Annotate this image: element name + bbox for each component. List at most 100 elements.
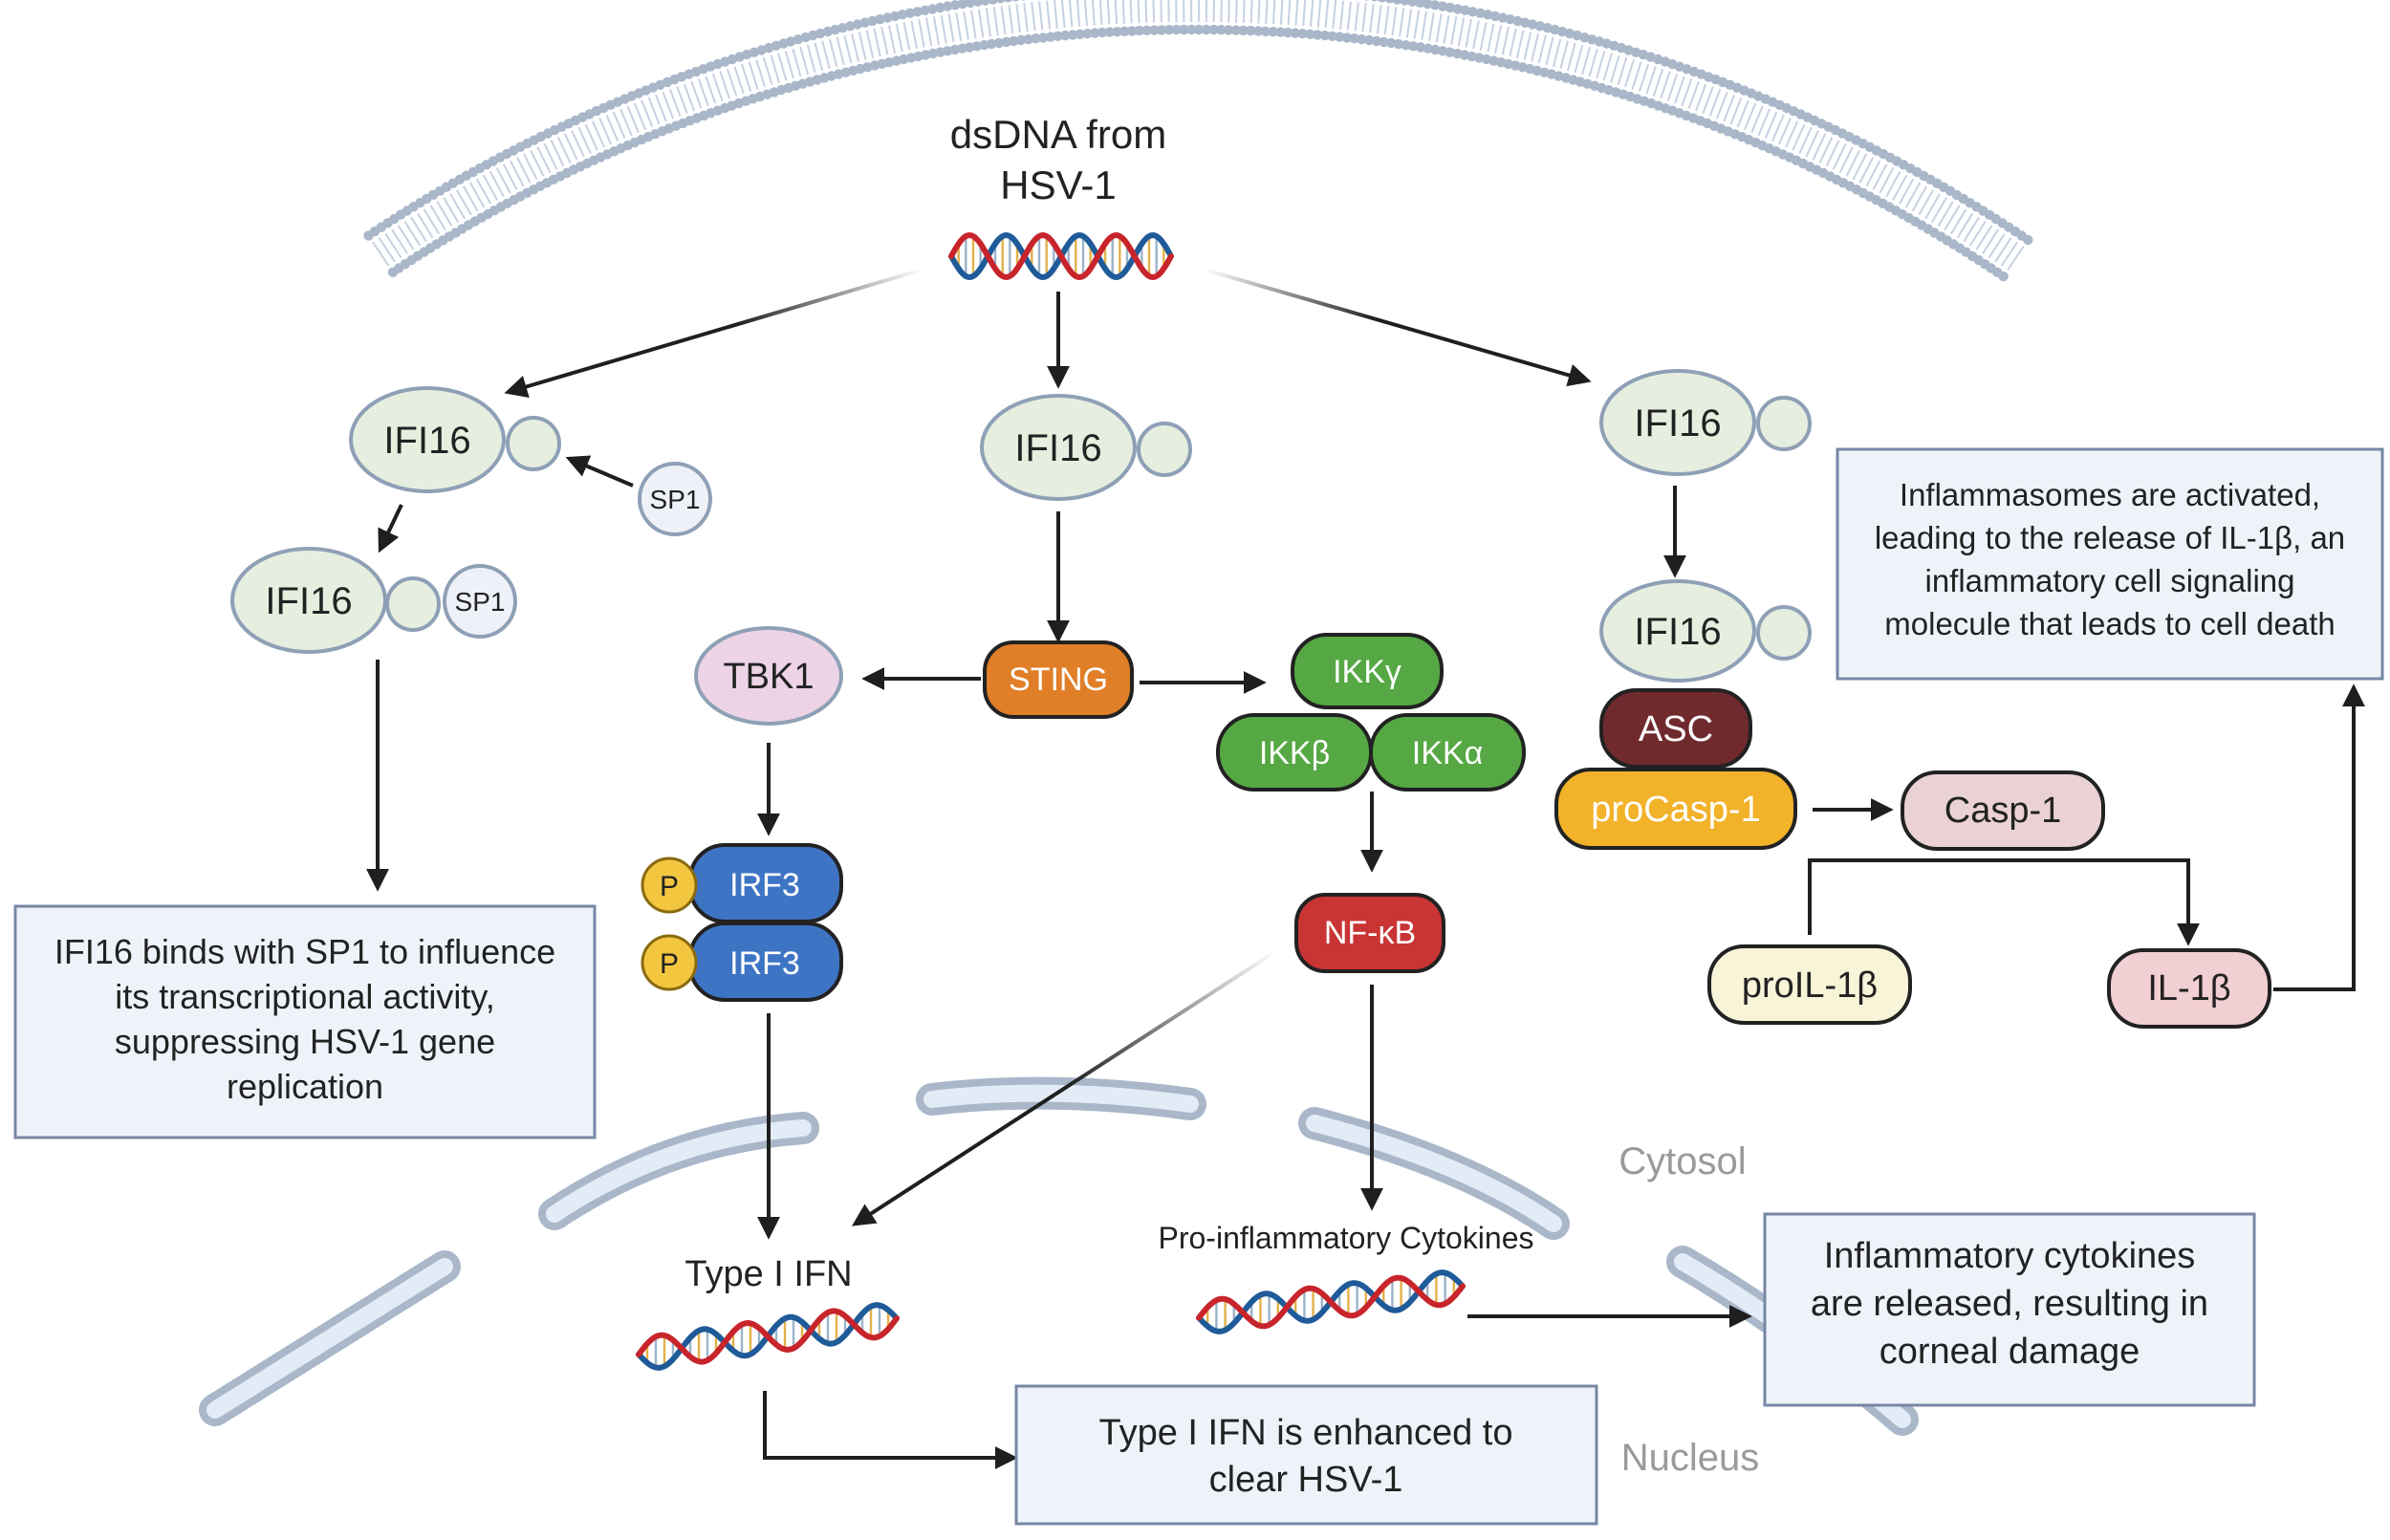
membrane-lipid-tail [1517,31,1524,58]
membrane-lipid-tail [764,57,772,85]
membrane-lipid-tail [735,67,744,95]
membrane-lipid-tail [1473,21,1479,49]
membrane-lipid-tail [971,11,976,39]
info-box-sp1: IFI16 binds with SP1 to influence its tr… [15,906,595,1138]
pro-cytokines-label: Pro-inflammatory Cytokines [1159,1221,1534,1255]
membrane-lipid-tail [1385,6,1389,34]
irf3-top-label: IRF3 [729,867,800,903]
sp1-box-line4: replication [227,1067,383,1106]
membrane-lipid-tail [1311,0,1313,27]
membrane-lipid-head [995,0,1005,4]
membrane-lipid-tail [1437,14,1442,43]
tbk1: TBK1 [696,628,841,724]
casp1: Casp-1 [1902,772,2103,849]
membrane-lipid-tail [1407,10,1411,38]
membrane-lipid-tail [1108,0,1110,25]
membrane-lipid-tail [2008,247,2024,271]
dna-strand-red [951,235,1171,277]
membrane-lipid-tail [1661,72,1670,98]
membrane-lipid-tail [1400,8,1403,36]
membrane-lipid-tail [385,233,401,257]
sp1-free: SP1 [640,464,710,534]
membrane-lipid-tail [1161,0,1162,22]
sp1-box-line1: IFI16 binds with SP1 to influence [54,932,555,971]
membrane-lipid-tail [771,55,780,83]
membrane-lipid-tail [808,45,815,73]
tbk1-label: TBK1 [723,657,814,697]
membrane-lipid-tail [1546,37,1553,65]
membrane-lipid-tail [464,186,478,211]
membrane-lipid-tail [1333,0,1336,29]
membrane-lipid-tail [1597,51,1604,78]
membrane-lipid-tail [1646,67,1655,95]
ikk-alpha-label: IKKα [1412,735,1483,771]
membrane-lipid-tail [889,25,895,53]
membrane-lipid-head [1018,0,1028,1]
membrane-lipid-tail [1532,33,1538,61]
membrane-lipid-tail [1370,4,1374,33]
membrane-lipid-tail [1273,0,1275,24]
membrane-lipid-tail [1024,3,1028,32]
membrane-lipid-tail [373,242,389,266]
cell-membrane [363,0,2032,281]
membrane-lipid-tail [1575,45,1583,73]
ifn-box-line1: Type I IFN is enhanced to [1098,1413,1512,1453]
membrane-lipid-tail [830,39,836,67]
membrane-lipid-tail [1590,49,1597,76]
membrane-lipid-tail [756,59,765,87]
membrane-lipid-tail [1002,6,1006,34]
ifi16-center: IFI16 [982,396,1190,499]
membrane-lipid-tail [380,238,396,262]
membrane-lipid-tail [1070,0,1073,27]
membrane-lipid-tail [1221,0,1222,22]
membrane-lipid-tail [852,33,858,61]
membrane-lipid-tail [404,222,420,246]
membrane-lipid-tail [1964,217,1979,242]
membrane-lipid-tail [1123,0,1124,24]
membrane-lipid-tail [1488,24,1493,52]
inflammasome-box-line3: inflammatory cell signaling [1925,563,2295,598]
casp1-label: Casp-1 [1945,791,2062,831]
irf3-bottom-label: IRF3 [729,945,800,982]
dna-helix-icon [951,235,1171,277]
inflammasome-box-line1: Inflammasomes are activated, [1900,477,2320,512]
proil1b: proIL-1β [1709,946,1910,1023]
membrane-lipid-tail [392,229,407,253]
membrane-lipid-tail [793,49,800,76]
membrane-lipid-tail [1976,226,1991,249]
membrane-lipid-tail [1696,84,1706,111]
ifi16-complex-label: IFI16 [265,580,352,622]
membrane-lipid-tail [1495,25,1501,53]
ifi16-right-top: IFI16 [1601,371,1810,474]
sting-label: STING [1009,662,1108,698]
membrane-lipid-tail [1582,47,1590,75]
membrane-lipid-tail [919,19,924,47]
membrane-lipid-tail [1568,43,1575,71]
membrane-lipid-tail [1100,0,1102,25]
membrane-lipid-tail [964,11,968,40]
membrane-lipid-tail [881,27,887,54]
membrane-lipid-tail [942,15,946,44]
membrane-lipid-tail [1503,27,1509,54]
ikk-gamma-label: IKKγ [1333,654,1401,690]
inflammasome-box-line2: leading to the release of IL-1β, an [1875,520,2345,555]
type1-ifn: Type I IFN [639,1254,897,1368]
ifi16-center-label: IFI16 [1014,427,1101,469]
membrane-lipid-tail [1539,35,1546,63]
membrane-lipid-tail [1010,5,1013,33]
membrane-lipid-tail [1919,190,1933,215]
membrane-lipid-tail [934,16,939,45]
cytokine-dna-icon [1199,1272,1463,1332]
arrow-sp1-to-ifi16 [570,459,633,486]
membrane-lipid-tail [1281,0,1283,25]
membrane-lipid-tail [1913,186,1927,211]
membrane-lipid-tail [1093,0,1095,26]
membrane-lipid-tail [1939,202,1953,227]
membrane-lipid-tail [1625,59,1634,87]
membrane-lipid-tail [1951,209,1966,234]
membrane-lipid-tail [728,69,737,97]
ifi16-left-label: IFI16 [383,420,470,462]
sp1-complex-label: SP1 [455,587,506,617]
membrane-lipid-tail [1611,55,1619,83]
